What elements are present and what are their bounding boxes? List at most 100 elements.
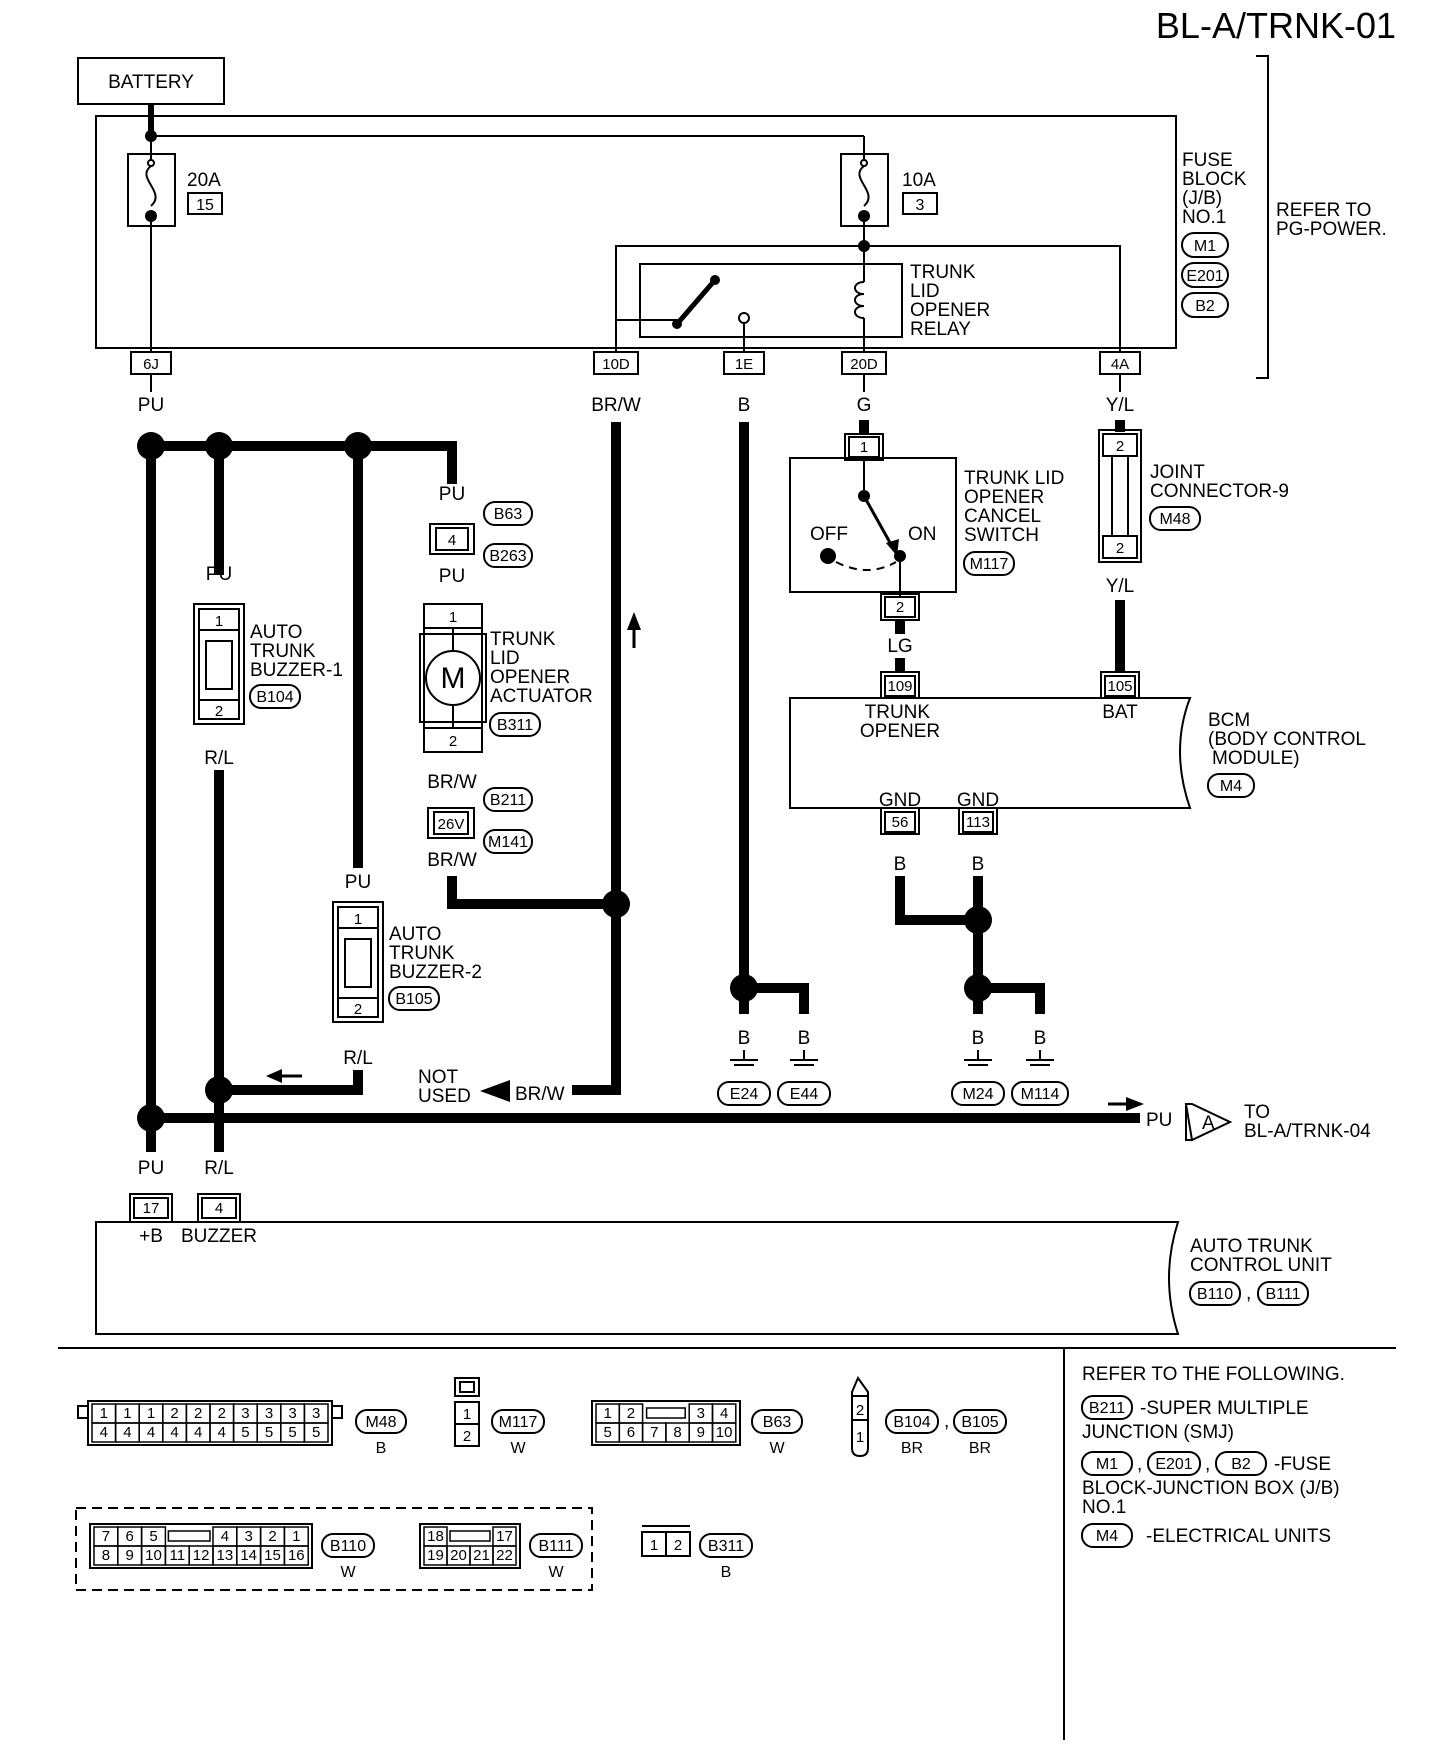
b63-pin: 7: [650, 1424, 658, 1441]
b63-pin-cell: [711, 1422, 737, 1443]
bcm-bat-label: BAT: [1102, 702, 1138, 723]
conn-view-m117-id: M117: [499, 1414, 538, 1431]
m48-pin: 4: [100, 1424, 108, 1441]
b110-pin-cell: [283, 1545, 309, 1566]
wire-color-g-20d: G: [857, 395, 872, 416]
gnd-e44-label: E44: [790, 1086, 819, 1103]
conn-view-m48-tag: [355, 1409, 407, 1434]
b211-connector-inner: [433, 811, 469, 835]
conn-b110-label: B110: [1197, 1286, 1233, 1303]
diagram-id: BL-A/TRNK-01: [1156, 5, 1396, 46]
m48-pin: 2: [170, 1405, 178, 1422]
wire-color-brw-actuator: BR/W: [427, 772, 477, 793]
conn-b110-tag: [1189, 1281, 1241, 1306]
m117-top-tab: [454, 1377, 480, 1397]
gnd-m24-label: M24: [962, 1086, 993, 1103]
fuse-10a-number: 3: [916, 197, 925, 214]
refer-b2-id: B2: [1231, 1456, 1251, 1473]
cancel-switch-off-label: OFF: [810, 524, 848, 545]
m48-pin: 1: [100, 1405, 108, 1422]
refer-b211-tag: [1081, 1395, 1133, 1420]
cancel-switch-pin1: 1: [860, 439, 868, 456]
cancel-switch-box: [789, 457, 957, 593]
ground-symbols-e: [730, 1050, 818, 1066]
wire-color-brw-b211: BR/W: [427, 850, 477, 871]
b111-pin: 19: [427, 1547, 444, 1564]
conn-m4-label: M4: [1220, 778, 1242, 795]
cu-pin17-inner: [133, 1197, 169, 1219]
gnd-e44-tag: [777, 1081, 831, 1106]
refer-jb-text-3: NO.1: [1082, 1497, 1126, 1518]
buzzer1-frame: [193, 603, 245, 725]
bcm-pin109-inner: [884, 675, 916, 697]
cancel-switch-label: TRUNK LID OPENER CANCEL SWITCH: [964, 468, 1070, 546]
bcm-pin105-box: [1100, 671, 1140, 699]
buzzer2-element: [344, 938, 372, 988]
b110-pin: 8: [102, 1547, 110, 1564]
b63-pin: 9: [697, 1424, 705, 1441]
actuator-pin1: 1: [449, 609, 457, 626]
gnd-m114-tag: [1011, 1081, 1069, 1106]
cu-pin17-label: +B: [139, 1226, 163, 1247]
b110-pin: 2: [268, 1528, 276, 1545]
cu-pin4: 4: [215, 1200, 223, 1217]
wire-color-rl-buzzer2: R/L: [343, 1048, 373, 1069]
conn-e201-tag: [1181, 262, 1229, 288]
gnd-e24-tag: [717, 1081, 771, 1106]
conn-b211-label: B211: [490, 792, 526, 809]
refer-comma-2: ,: [1205, 1454, 1210, 1475]
relay-switch-pivot: [672, 319, 682, 329]
fuse-20a-amp: 20A: [187, 170, 221, 191]
conn-view-b110-color: W: [340, 1564, 356, 1581]
bcm-ground-junction-1: [964, 906, 992, 934]
wire-color-pu-b63: PU: [439, 484, 465, 505]
m117-pin2: 2: [463, 1428, 471, 1445]
conn-view-b311-id: B311: [708, 1538, 744, 1555]
b63-pin: 1: [603, 1405, 611, 1422]
not-used-arrow: [480, 1080, 510, 1102]
fb-terminal-4a-label: 4A: [1111, 356, 1129, 373]
brw-junction: [602, 890, 630, 918]
rl-junction: [205, 1076, 233, 1104]
relay-coil: [854, 281, 865, 319]
b111-pin: 18: [427, 1528, 444, 1545]
b110-pin: 9: [126, 1547, 134, 1564]
cancel-switch-off-contact: [820, 548, 836, 564]
bcm-trunk-opener-label: TRUNK OPENER: [860, 702, 940, 742]
fb-terminal-1e: [723, 351, 765, 375]
control-unit-label: AUTO TRUNK CONTROL UNIT: [1190, 1236, 1332, 1276]
bcm-gnd2-label: GND: [957, 790, 999, 811]
m48-pin: 3: [288, 1405, 296, 1422]
conn-view-b104-color: BR: [901, 1440, 923, 1457]
m48-pin: 4: [123, 1424, 131, 1441]
b63-pin: 4: [448, 532, 456, 549]
m48-pin: 3: [265, 1405, 273, 1422]
conn-b105-tag: [388, 986, 440, 1011]
cancel-switch-pin2-inner: [884, 596, 916, 618]
refer-m4-id: M4: [1096, 1528, 1118, 1545]
refer-e201-id: E201: [1155, 1456, 1192, 1473]
actuator-return-wire: [447, 876, 616, 909]
not-used-label: NOT USED: [418, 1067, 471, 1107]
m48-pin: 3: [241, 1405, 249, 1422]
refer-title: REFER TO THE FOLLOWING.: [1082, 1364, 1345, 1385]
buzzer2-label: AUTO TRUNK BUZZER-2: [389, 924, 482, 983]
conn-b104-label: B104: [256, 689, 293, 706]
wire-color-pu-cu: PU: [138, 1158, 164, 1179]
m48-pin: 5: [241, 1424, 249, 1441]
wire-color-b-gnd56: B: [894, 854, 907, 875]
actuator-pin2: 2: [449, 733, 457, 750]
gnd-m114-label: M114: [1021, 1086, 1060, 1103]
actuator-motor-symbol: M: [441, 662, 466, 695]
m117-top-tab-inner: [459, 1381, 475, 1393]
fb-terminal-10d-label: 10D: [602, 356, 630, 373]
conn-view-m117-color: W: [510, 1440, 526, 1457]
conn-b105-label: B105: [395, 991, 432, 1008]
wire-color-pu-buzzer1: PU: [206, 564, 232, 585]
b63-frame: [591, 1400, 741, 1446]
bcm-label: BCM (BODY CONTROL MODULE): [1208, 710, 1371, 769]
